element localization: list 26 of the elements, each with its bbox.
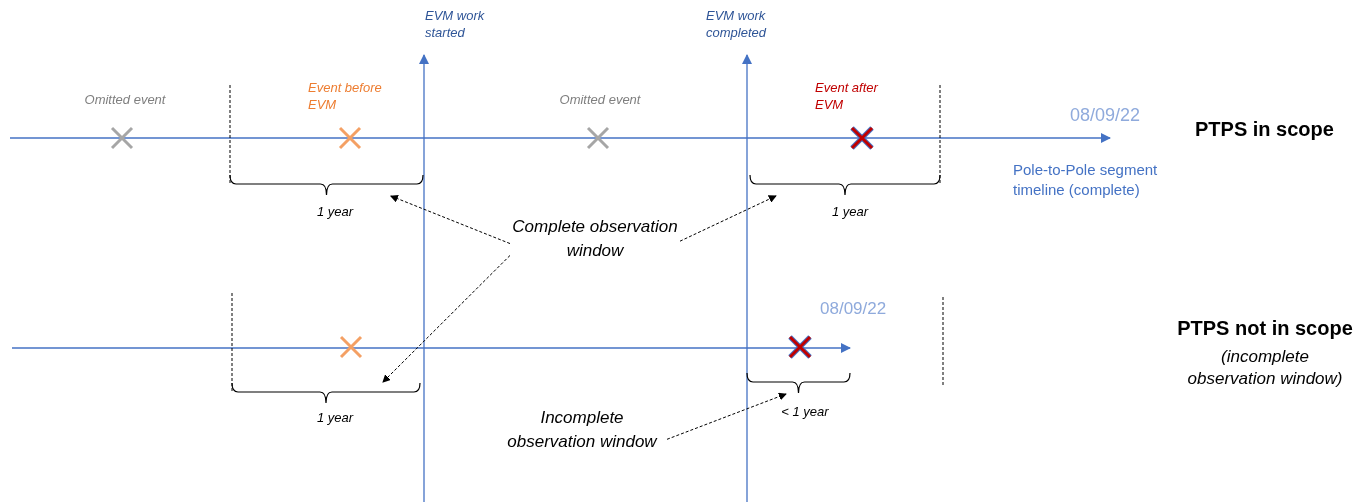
event-label: Event after EVM bbox=[815, 80, 880, 114]
duration-label: 1 year bbox=[830, 204, 870, 221]
milestone-label: EVM work started bbox=[425, 8, 485, 42]
scope-heading: PTPS in scope bbox=[1195, 117, 1335, 142]
curly-brace bbox=[231, 382, 421, 404]
curly-brace bbox=[749, 174, 941, 196]
event-label: Omitted event bbox=[83, 92, 167, 109]
leader-line bbox=[382, 254, 511, 383]
leader-line bbox=[679, 195, 777, 242]
duration-label: < 1 year bbox=[780, 404, 830, 421]
duration-label: 1 year bbox=[315, 204, 355, 221]
event-label: Omitted event bbox=[558, 92, 642, 109]
scope-note: (incomplete observation window) bbox=[1186, 346, 1344, 391]
callout-text: Incomplete observation window bbox=[506, 407, 659, 453]
scope-heading: PTPS not in scope bbox=[1176, 316, 1354, 341]
event-label: Event before EVM bbox=[308, 80, 383, 114]
timeline-label: Pole-to-Pole segment timeline (complete) bbox=[1013, 160, 1159, 199]
leader-line bbox=[666, 392, 787, 440]
duration-label: 1 year bbox=[315, 410, 355, 427]
leader-line bbox=[389, 194, 511, 245]
milestone-label: EVM work completed bbox=[706, 8, 768, 42]
curly-brace bbox=[746, 372, 851, 394]
date-label: 08/09/22 bbox=[820, 298, 888, 320]
date-label: 08/09/22 bbox=[1070, 104, 1142, 127]
callout-text: Complete observation window bbox=[511, 216, 679, 262]
curly-brace bbox=[229, 174, 424, 196]
